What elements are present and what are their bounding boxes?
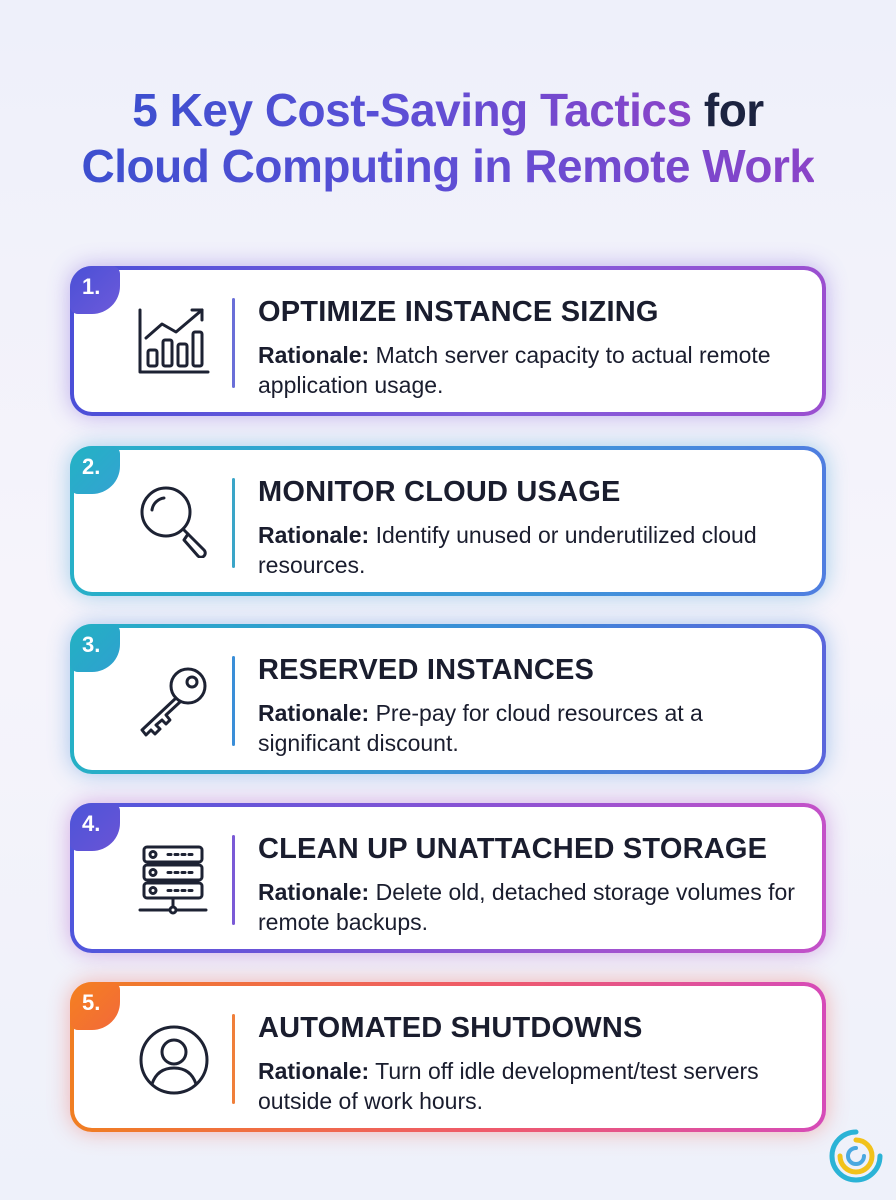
tactic-number-badge: 1. (70, 266, 120, 314)
tactic-card-5: 5. AUTOMATED SHUTDOWNS Rationale: Turn o… (70, 982, 826, 1132)
card-divider (232, 298, 235, 388)
magnifying-glass-icon (136, 482, 212, 559)
card-divider (232, 835, 235, 925)
key-icon (136, 664, 212, 740)
tactic-heading: AUTOMATED SHUTDOWNS (258, 1012, 643, 1044)
tactic-card-4: 4. CLEAN UP UNATTACHED STORAGE Rationale… (70, 803, 826, 953)
tactic-rationale: Rationale: Identify unused or underutili… (258, 520, 798, 580)
tactic-heading: MONITOR CLOUD USAGE (258, 476, 621, 508)
tactic-card-1: 1. OPTIMIZE INSTANCE SIZING Rationale: M… (70, 266, 826, 416)
title-line1-colored: 5 Key Cost-Saving Tactics (132, 84, 692, 136)
tactic-number-badge: 4. (70, 803, 120, 851)
rationale-text: Turn off idle development/test servers o… (258, 1058, 759, 1114)
tactic-number-badge: 2. (70, 446, 120, 494)
card-divider (232, 656, 235, 746)
page-title: 5 Key Cost-Saving Tactics for Cloud Comp… (0, 82, 896, 194)
rationale-label: Rationale: (258, 700, 370, 726)
tactic-heading: OPTIMIZE INSTANCE SIZING (258, 296, 659, 328)
rationale-text: Match server capacity to actual remote a… (258, 342, 771, 398)
rationale-text: Identify unused or underutilized cloud r… (258, 522, 757, 578)
server-stack-icon (136, 843, 212, 919)
tactic-heading: RESERVED INSTANCES (258, 654, 595, 686)
card-divider (232, 478, 235, 568)
tactic-number-badge: 5. (70, 982, 120, 1030)
swirl-logo-icon (828, 1128, 884, 1184)
rationale-label: Rationale: (258, 1058, 370, 1084)
tactic-card-3: 3. RESERVED INSTANCES Rationale: Pre-pay… (70, 624, 826, 774)
tactic-number-badge: 3. (70, 624, 120, 672)
card-divider (232, 1014, 235, 1104)
user-circle-icon (136, 1022, 212, 1098)
tactic-rationale: Rationale: Match server capacity to actu… (258, 340, 798, 400)
title-line1-plain: for (691, 84, 764, 136)
bar-chart-growth-icon (136, 304, 212, 380)
title-line2: Cloud Computing in Remote Work (81, 140, 815, 192)
tactic-heading: CLEAN UP UNATTACHED STORAGE (258, 833, 768, 865)
tactic-rationale: Rationale: Turn off idle development/tes… (258, 1056, 798, 1116)
tactic-rationale: Rationale: Delete old, detached storage … (258, 877, 798, 937)
rationale-text: Pre-pay for cloud resources at a signifi… (258, 700, 703, 756)
rationale-text: Delete old, detached storage volumes for… (258, 879, 795, 935)
rationale-label: Rationale: (258, 522, 370, 548)
rationale-label: Rationale: (258, 342, 370, 368)
tactic-card-2: 2. MONITOR CLOUD USAGE Rationale: Identi… (70, 446, 826, 596)
rationale-label: Rationale: (258, 879, 370, 905)
tactic-rationale: Rationale: Pre-pay for cloud resources a… (258, 698, 798, 758)
